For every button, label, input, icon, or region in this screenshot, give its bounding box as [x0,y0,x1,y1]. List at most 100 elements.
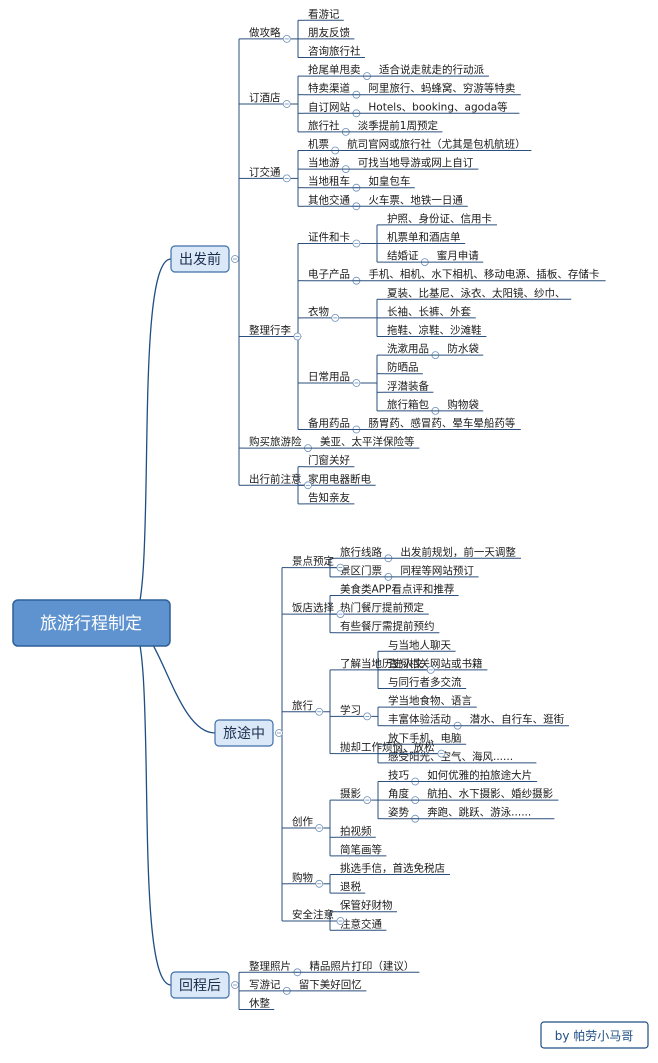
branch-label: 旅途中 [223,725,265,742]
node-label[interactable]: 护照、身份证、信用卡 [387,212,492,225]
node-label[interactable]: 备用药品 [308,417,350,430]
node-label[interactable]: 淡季提前1周预定 [358,119,439,132]
node-label[interactable]: 整理照片 [249,959,291,972]
node-label[interactable]: 告知亲友 [308,491,350,504]
node-label[interactable]: 简笔画等 [340,843,382,856]
node-label[interactable]: 同程等网站预订 [400,564,474,577]
node-label[interactable]: 如何优雅的拍旅途大片 [427,769,532,782]
node-label[interactable]: 挑选手信，首选免税店 [340,862,445,875]
node-label[interactable]: 整理行李 [249,324,291,337]
node-label[interactable]: 拍视频 [340,824,372,837]
node-label[interactable]: 抛却工作烦恼、放松 [340,741,435,754]
node-label[interactable]: 休整 [249,997,270,1010]
node-label[interactable]: 留下美好回忆 [299,978,362,991]
node-label[interactable]: 购买旅游险 [249,435,302,448]
node-label[interactable]: 角度 [388,787,409,800]
node-label[interactable]: 洗漱用品 [387,343,429,355]
node-label[interactable]: 特卖渠道 [308,82,350,95]
node-label[interactable]: 美食类APP看点评和推荐 [340,583,454,596]
node-label[interactable]: 阿里旅行、蚂蜂窝、穷游等特卖 [368,82,515,95]
node-label[interactable]: 做攻略 [249,26,281,39]
node-label[interactable]: 电子产品 [308,268,350,281]
node-label[interactable]: 家用电器断电 [308,472,371,485]
branch-node[interactable]: 回程后 [170,971,230,999]
branch-node[interactable]: 出发前 [170,245,230,273]
node-label[interactable]: 美亚、太平洋保险等 [320,435,415,448]
node-label[interactable]: 出行前注意 [249,472,302,485]
node-label[interactable]: 购物 [292,871,313,884]
node-label[interactable]: 景点预定 [292,555,334,568]
node-label[interactable]: 创作 [292,815,313,828]
node-label[interactable]: 出发前规划，前一天调整 [400,545,516,558]
node-label[interactable]: 查阅相关网站或书籍 [388,657,483,670]
root-node[interactable]: 旅游行程制定 [12,599,171,647]
node-label[interactable]: 保管好财物 [340,899,393,912]
node-label[interactable]: 机票 [308,138,329,151]
node-label[interactable]: 蜜月申请 [437,249,479,262]
node-label[interactable]: 防晒品 [387,361,419,374]
node-label[interactable]: 火车票、地铁一日通 [368,193,463,206]
node-label[interactable]: 学习 [340,703,361,716]
node-label[interactable]: 退税 [340,880,361,893]
node-label[interactable]: 看游记 [308,7,340,20]
node-label[interactable]: 写游记 [249,978,281,991]
node-label[interactable]: 学当地食物、语言 [388,694,472,707]
node-label[interactable]: 当地游 [308,156,340,169]
node-label[interactable]: 有些餐厅需提前预约 [340,620,435,633]
node-label[interactable]: Hotels、booking、agoda等 [368,100,508,113]
node-label[interactable]: 如皇包车 [368,175,410,188]
node-label[interactable]: 适合说走就走的行动派 [379,63,484,76]
node-label[interactable]: 自订网站 [308,100,350,113]
node-label[interactable]: 航司官网或旅行社（尤其是包机航班） [347,138,526,151]
credit-label: by 帕劳小马哥 [555,1028,634,1043]
node-label[interactable]: 门窗关好 [308,454,350,467]
node-label[interactable]: 与当地人聊天 [388,638,451,651]
node-label[interactable]: 丰富体验活动 [388,713,451,726]
node-label[interactable]: 姿势 [388,806,409,819]
node-label[interactable]: 抢尾单甩卖 [308,63,361,76]
node-label[interactable]: 注意交通 [340,917,382,930]
node-label[interactable]: 了解当地历史人文 [340,657,424,670]
node-label[interactable]: 摄影 [340,787,361,800]
node-label[interactable]: 拖鞋、凉鞋、沙滩鞋 [387,324,482,337]
node-label[interactable]: 放下手机、电脑 [388,731,462,744]
node-label[interactable]: 可找当地导游或网上自订 [358,156,474,169]
node-label[interactable]: 热门餐厅提前预定 [340,601,424,614]
node-label[interactable]: 咨询旅行社 [308,45,361,58]
branch-label: 出发前 [179,251,221,268]
node-label[interactable]: 浮潜装备 [387,379,429,392]
root-node-label: 旅游行程制定 [40,614,142,634]
node-label[interactable]: 订酒店 [249,91,281,104]
root-branch-curve [129,258,172,624]
node-label[interactable]: 奔跑、跳跃、游泳...... [427,806,531,819]
node-label[interactable]: 购物袋 [447,398,479,411]
node-label[interactable]: 防水袋 [447,342,479,355]
node-label[interactable]: 旅行 [292,699,313,712]
node-label[interactable]: 景区门票 [340,564,382,577]
node-label[interactable]: 结婚证 [387,249,419,262]
node-label[interactable]: 机票单和酒店单 [387,231,461,244]
node-label[interactable]: 夏装、比基尼、泳衣、太阳镜、纱巾、 [387,286,566,299]
node-label[interactable]: 手机、相机、水下相机、移动电源、插板、存储卡 [368,268,599,281]
node-label[interactable]: 旅行箱包 [387,398,429,411]
node-label[interactable]: 肠胃药、感冒药、晕车晕船药等 [368,417,515,430]
node-label[interactable]: 潜水、自行车、逛街 [470,713,565,726]
node-label[interactable]: 精品照片打印（建议） [309,959,414,972]
node-label[interactable]: 其他交通 [308,193,350,206]
node-label[interactable]: 日常用品 [308,370,350,383]
node-label[interactable]: 朋友反馈 [308,26,350,39]
branch-label: 回程后 [179,978,221,994]
branch-node[interactable]: 旅途中 [214,719,274,747]
node-label[interactable]: 安全注意 [292,908,334,921]
node-label[interactable]: 长袖、长裤、外套 [387,305,471,318]
node-label[interactable]: 旅行线路 [340,545,382,558]
node-label[interactable]: 饭店选择 [292,601,334,614]
node-label[interactable]: 航拍、水下摄影、婚纱摄影 [427,787,553,800]
node-label[interactable]: 与同行者多交流 [388,676,462,689]
node-label[interactable]: 衣物 [308,305,329,318]
node-label[interactable]: 当地租车 [308,175,350,188]
node-label[interactable]: 订交通 [249,165,281,178]
node-label[interactable]: 证件和卡 [308,231,350,244]
node-label[interactable]: 旅行社 [308,119,340,132]
node-label[interactable]: 技巧 [388,769,409,782]
